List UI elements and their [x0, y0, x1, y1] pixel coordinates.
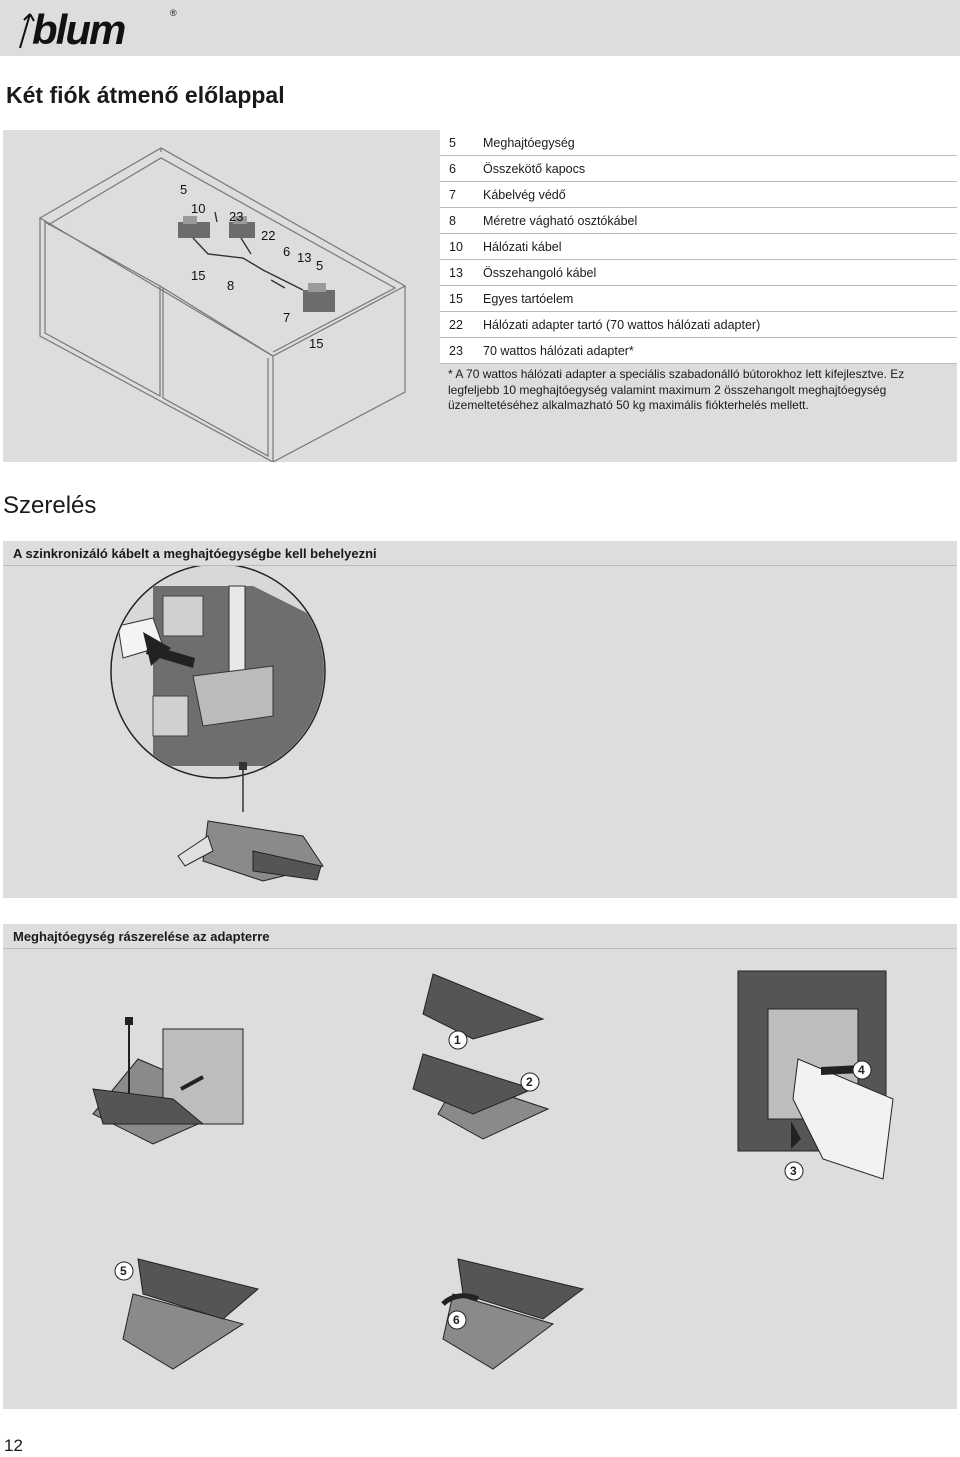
step-5-label: 5 [120, 1264, 127, 1278]
step-marker [784, 1161, 804, 1181]
mounting-panel: 1 2 3 4 5 6 [3, 949, 957, 1409]
label-8: 8 [227, 278, 234, 293]
step-marker [520, 1072, 540, 1092]
label-13: 13 [297, 250, 311, 265]
blum-logo: blum ® [19, 6, 177, 53]
drive-unit-rear [178, 216, 210, 238]
step-6-label: 6 [453, 1313, 460, 1327]
logo-wordmark: blum [32, 6, 125, 53]
arrow-icon [19, 13, 35, 49]
label-22: 22 [261, 228, 275, 243]
cable-insertion-illustration [110, 563, 326, 882]
step-2-label: 2 [526, 1075, 533, 1089]
subsection-title: Meghajtóegység rászerelése az adapterre [13, 929, 270, 944]
adapter-unit-e [441, 1258, 585, 1370]
step-marker [448, 1030, 468, 1050]
mounting-illustration: 1 2 3 4 5 6 [92, 970, 894, 1370]
label-5b: 5 [316, 258, 323, 273]
label-6: 6 [283, 244, 290, 259]
label-23: 23 [229, 209, 243, 224]
subsection-title: A szinkronizáló kábelt a meghajtóegységb… [13, 546, 377, 561]
power-adapter [229, 216, 255, 238]
insert-arrow [143, 632, 195, 668]
registered-mark: ® [170, 8, 177, 18]
adapter-unit-a [92, 1017, 245, 1145]
step-3-label: 3 [790, 1164, 797, 1178]
label-5a: 5 [180, 182, 187, 197]
cabinet-diagram: 5 10 23 22 15 8 6 13 5 7 15 [38, 147, 407, 462]
page-title: Két fiók átmenő előlappal [6, 82, 285, 108]
cable-insertion-panel [3, 563, 957, 898]
step-4-label: 4 [858, 1063, 865, 1077]
drive-unit-front [303, 283, 335, 312]
step-marker [447, 1310, 467, 1330]
label-15b: 15 [309, 336, 323, 351]
page-number: 12 [4, 1436, 23, 1455]
drive-unit-illustration [177, 820, 324, 882]
subsection-header-mounting: Meghajtóegység rászerelése az adapterre [3, 924, 957, 949]
label-10: 10 [191, 201, 205, 216]
adapter-unit-d [122, 1258, 260, 1370]
step-1-label: 1 [454, 1033, 461, 1047]
adapter-unit-b [412, 973, 550, 1140]
section-title: Szerelés [3, 492, 97, 519]
subsection-header-cable: A szinkronizáló kábelt a meghajtóegységb… [3, 541, 957, 566]
header-bar: blum ® [0, 0, 960, 56]
step-marker [114, 1261, 134, 1281]
label-15a: 15 [191, 268, 205, 283]
footnote: * A 70 wattos hálózati adapter a speciál… [448, 367, 905, 412]
label-7: 7 [283, 310, 290, 325]
step-marker [852, 1060, 872, 1080]
